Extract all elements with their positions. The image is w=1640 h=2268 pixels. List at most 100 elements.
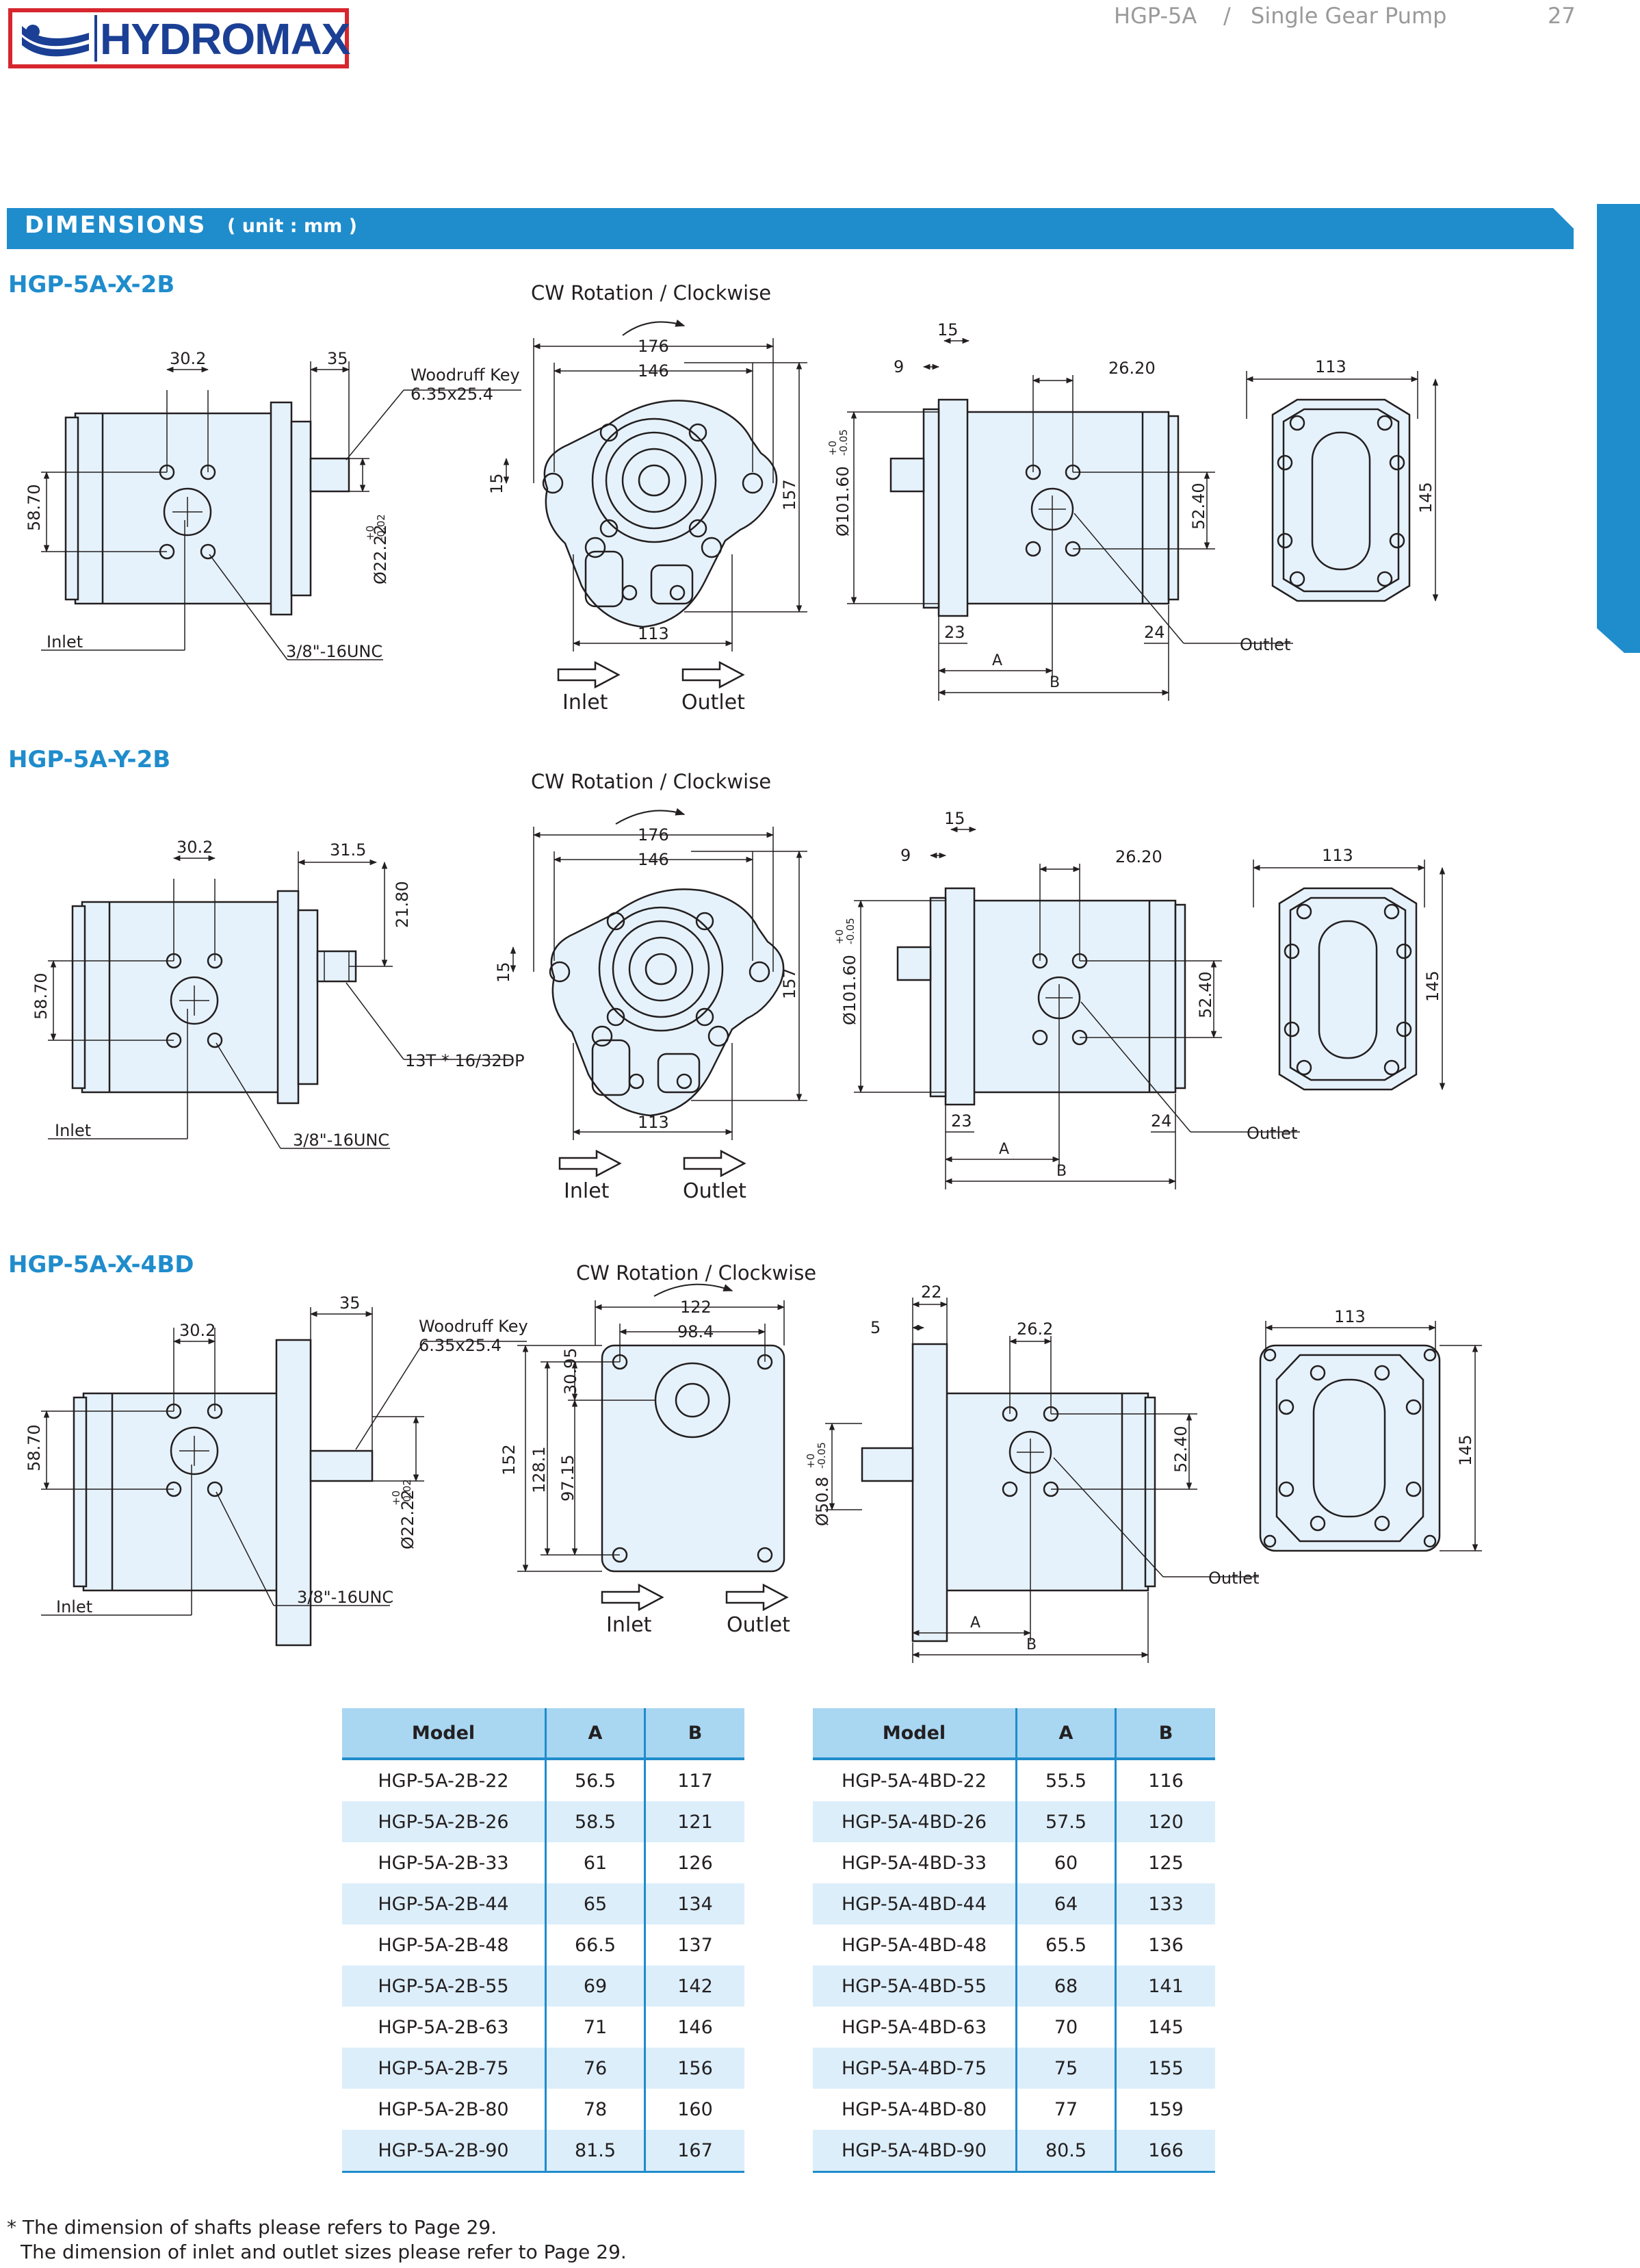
dim-side6-top: 22 bbox=[921, 1283, 942, 1302]
side-view-4 bbox=[854, 826, 1300, 1189]
dim-side4-tol-top: +0 bbox=[833, 929, 846, 944]
dim-side2-tol-top: +0 bbox=[826, 441, 839, 456]
brand-logo: HYDROMAX bbox=[8, 8, 350, 68]
label-side1-thread: 3/8"-16UNC bbox=[286, 642, 382, 661]
side-view-2 bbox=[847, 337, 1293, 701]
cell-a: 58.5 bbox=[545, 1801, 646, 1842]
cell-b: 134 bbox=[645, 1883, 744, 1924]
side-tab bbox=[1597, 204, 1640, 653]
dim-side6-pitch: 26.2 bbox=[1017, 1319, 1053, 1339]
logo-text: HYDROMAX bbox=[100, 14, 350, 64]
flow-outlet-2: Outlet bbox=[683, 1179, 746, 1203]
cell-model: HGP-5A-2B-63 bbox=[378, 2016, 509, 2038]
cell-model: HGP-5A-2B-75 bbox=[342, 2048, 546, 2089]
dim-side1-note1: Woodruff Key bbox=[411, 365, 520, 385]
dim-side6-left: 5 bbox=[870, 1318, 881, 1337]
side-view-3 bbox=[48, 851, 513, 1149]
cell-a: 69 bbox=[545, 1966, 646, 2007]
section-title-x-4bd: HGP-5A-X-4BD bbox=[8, 1251, 194, 1278]
cell-b: 136 bbox=[1148, 1934, 1184, 1956]
cell-b: 116 bbox=[1148, 1770, 1184, 1792]
dim-side2-23: 23 bbox=[944, 623, 965, 642]
cell-b: 126 bbox=[677, 1852, 713, 1874]
cell-model: HGP-5A-4BD-44 bbox=[813, 1883, 1017, 1924]
col-header-model: Model bbox=[342, 1708, 546, 1760]
cell-model: HGP-5A-4BD-48 bbox=[841, 1934, 987, 1956]
front-view-2 bbox=[510, 808, 807, 1178]
dim-side5-tol-bot: -0.02 bbox=[401, 1479, 413, 1506]
section-title-x-2b: HGP-5A-X-2B bbox=[8, 271, 175, 298]
dim-rear2-height: 145 bbox=[1423, 970, 1442, 1002]
dim-side2-pilot: Ø101.60 bbox=[833, 466, 852, 537]
rotation-label-3: CW Rotation / Clockwise bbox=[576, 1261, 816, 1285]
cell-a: 65.5 bbox=[1015, 1924, 1117, 1966]
dim-side4-pitch: 26.20 bbox=[1115, 847, 1162, 866]
rotation-label-2: CW Rotation / Clockwise bbox=[531, 770, 771, 793]
dim-side6-pilot: Ø50.8 bbox=[813, 1477, 832, 1526]
cell-a: 70 bbox=[1015, 2007, 1117, 2048]
cell-b: 160 bbox=[677, 2098, 713, 2120]
dim-side1-shaft-len: 35 bbox=[327, 349, 348, 368]
dim-side4-a: A bbox=[999, 1141, 1009, 1158]
dim-side4-24: 24 bbox=[1151, 1111, 1172, 1131]
col-header-model: Model bbox=[813, 1708, 1017, 1760]
cell-a: 56.5 bbox=[545, 1759, 646, 1801]
dim-side5-height: 58.70 bbox=[25, 1424, 44, 1471]
dim-side4-23: 23 bbox=[951, 1111, 972, 1131]
side-view-5 bbox=[41, 1307, 527, 1647]
dim-rear2-width: 113 bbox=[1322, 846, 1353, 865]
cell-b: 166 bbox=[1115, 2130, 1215, 2173]
cell-b: 133 bbox=[1115, 1883, 1215, 1924]
cell-model: HGP-5A-2B-44 bbox=[342, 1883, 546, 1924]
section-title-y-2b: HGP-5A-Y-2B bbox=[8, 746, 171, 773]
dim-side1-shaft-dia: Ø22.22 bbox=[371, 524, 390, 584]
dim-side1-height: 58.70 bbox=[25, 484, 44, 531]
drawing-group-3 bbox=[41, 1283, 1482, 1663]
front-view-3 bbox=[517, 1283, 789, 1612]
banner-unit: ( unit : mm ) bbox=[227, 216, 357, 237]
dim-rear3-width: 113 bbox=[1334, 1307, 1366, 1326]
label-side3-port: Inlet bbox=[55, 1121, 91, 1140]
dim-side5-tol-top: +0 bbox=[390, 1491, 402, 1506]
cell-a: 77 bbox=[1015, 2089, 1117, 2130]
dim-side4-pilot: Ø101.60 bbox=[840, 955, 859, 1025]
cell-a: 57.5 bbox=[1015, 1801, 1117, 1842]
cell-model: HGP-5A-4BD-63 bbox=[841, 2016, 987, 2038]
dim-side4-top: 15 bbox=[944, 809, 965, 828]
flow-outlet-3: Outlet bbox=[727, 1613, 790, 1637]
drawing-group-1 bbox=[41, 319, 1439, 701]
cell-model: HGP-5A-4BD-80 bbox=[841, 2098, 987, 2120]
header-title: Single Gear Pump bbox=[1251, 3, 1447, 29]
cell-model: HGP-5A-4BD-75 bbox=[813, 2048, 1017, 2089]
cell-b: 121 bbox=[645, 1801, 744, 1842]
dim-front2-height: 157 bbox=[780, 968, 799, 999]
cell-b: 142 bbox=[645, 1966, 744, 2007]
cell-a: 78 bbox=[545, 2089, 646, 2130]
dim-front3-height: 152 bbox=[499, 1444, 519, 1476]
cell-model: HGP-5A-2B-90 bbox=[342, 2130, 546, 2173]
cell-b: 167 bbox=[645, 2130, 744, 2173]
cell-a: 81.5 bbox=[545, 2130, 646, 2173]
cell-a: 80.5 bbox=[1015, 2130, 1117, 2173]
dim-front3-outer: 122 bbox=[680, 1298, 712, 1317]
cell-a: 55.5 bbox=[1015, 1759, 1117, 1801]
dim-rear1-width: 113 bbox=[1315, 357, 1346, 376]
cell-b: 125 bbox=[1148, 1852, 1184, 1874]
dim-side2-pitch: 26.20 bbox=[1108, 359, 1156, 378]
label-side5-thread: 3/8"-16UNC bbox=[297, 1588, 393, 1607]
label-side4-port: Outlet bbox=[1247, 1124, 1297, 1143]
dim-front3-inner: 98.4 bbox=[677, 1322, 714, 1341]
cell-model: HGP-5A-4BD-90 bbox=[813, 2130, 1017, 2173]
